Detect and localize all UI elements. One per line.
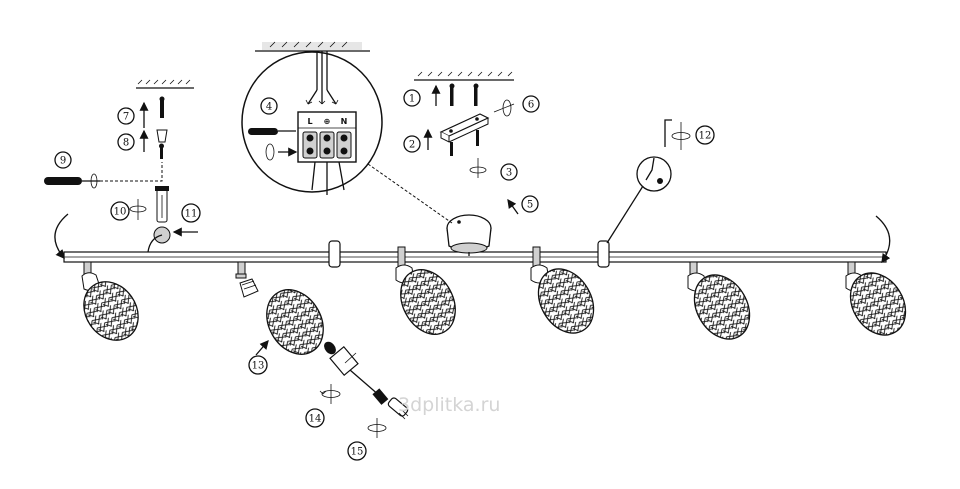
- svg-text:3: 3: [506, 168, 512, 179]
- svg-text:5: 5: [527, 200, 533, 211]
- ceiling-hatch-right: [414, 71, 514, 81]
- step-label-1: 1: [403, 89, 421, 107]
- step-label-12: 12: [695, 125, 715, 145]
- rail-connector-left: [328, 240, 341, 268]
- step-label-8: 8: [117, 133, 135, 151]
- step-label-7: 7: [117, 107, 135, 125]
- spot-lamp-1: [81, 261, 139, 341]
- spot-lamp-2-mount: [235, 261, 259, 298]
- terminal-label-live: L: [307, 117, 312, 126]
- spare-bulb: [387, 397, 409, 420]
- rail-connector-right: [597, 240, 610, 268]
- svg-text:11: 11: [185, 209, 198, 220]
- terminal-label-earth: ⊕: [324, 117, 331, 126]
- svg-text:10: 10: [114, 207, 127, 218]
- mounting-bracket-icon: [439, 113, 490, 156]
- track-rail: [63, 251, 887, 263]
- detached-glass-shade: [255, 289, 324, 356]
- step-label-2: 2: [403, 135, 421, 153]
- ceiling-hatch-left: [136, 79, 194, 89]
- svg-text:15: 15: [351, 447, 364, 458]
- wall-plug-icon: [156, 129, 168, 159]
- hanging-wire-icon: [664, 119, 691, 150]
- rotate-arrow-left: [54, 213, 69, 259]
- svg-text:4: 4: [266, 102, 272, 113]
- arrow-5: [507, 198, 519, 215]
- small-screwdriver-icon: [248, 128, 298, 161]
- rail-hook-icon: [147, 226, 198, 253]
- step-label-5: 5: [521, 195, 539, 213]
- step-label-6: 6: [522, 95, 540, 113]
- rotate-arrow-14: [319, 384, 341, 404]
- rotate-arrow-right: [875, 215, 891, 264]
- step-label-15: 15: [347, 441, 367, 461]
- terminal-block: [297, 111, 357, 195]
- step-label-9: 9: [54, 151, 72, 169]
- screw-icon-1b: [473, 83, 479, 106]
- svg-text:2: 2: [409, 140, 415, 151]
- wire-clip-detail: [606, 156, 672, 244]
- svg-text:1: 1: [409, 94, 415, 105]
- spot-lamp-6: [845, 261, 907, 336]
- watermark-text: 3dplitka.ru: [398, 394, 500, 416]
- spot-lamp-5: [687, 261, 751, 340]
- screwdriver-icon: [44, 162, 163, 189]
- rotate-arrow-6: [493, 99, 515, 117]
- step-label-13: 13: [248, 355, 268, 375]
- rotate-arrow-15: [367, 418, 387, 438]
- rotate-arrow-3: [469, 158, 487, 178]
- svg-text:14: 14: [309, 414, 322, 425]
- svg-text:7: 7: [123, 112, 129, 123]
- bulb-removal-tool: [324, 341, 389, 405]
- step-label-11: 11: [181, 203, 201, 223]
- terminal-label-neutral: N: [341, 117, 348, 126]
- spot-lamp-3: [395, 246, 456, 335]
- svg-text:8: 8: [123, 138, 129, 149]
- screw-icon-1a: [449, 83, 455, 106]
- spot-lamp-4: [530, 246, 595, 334]
- mounting-bolt-icon: [129, 186, 169, 223]
- step-label-3: 3: [500, 163, 518, 181]
- svg-text:12: 12: [699, 131, 712, 142]
- screw-icon-7: [159, 96, 165, 118]
- ceiling-canopy: [446, 214, 492, 256]
- step-label-10: 10: [110, 201, 130, 221]
- svg-text:9: 9: [60, 156, 66, 167]
- svg-text:6: 6: [528, 100, 534, 111]
- step-label-4: 4: [260, 97, 278, 115]
- step-label-14: 14: [305, 408, 325, 428]
- svg-text:13: 13: [252, 361, 265, 372]
